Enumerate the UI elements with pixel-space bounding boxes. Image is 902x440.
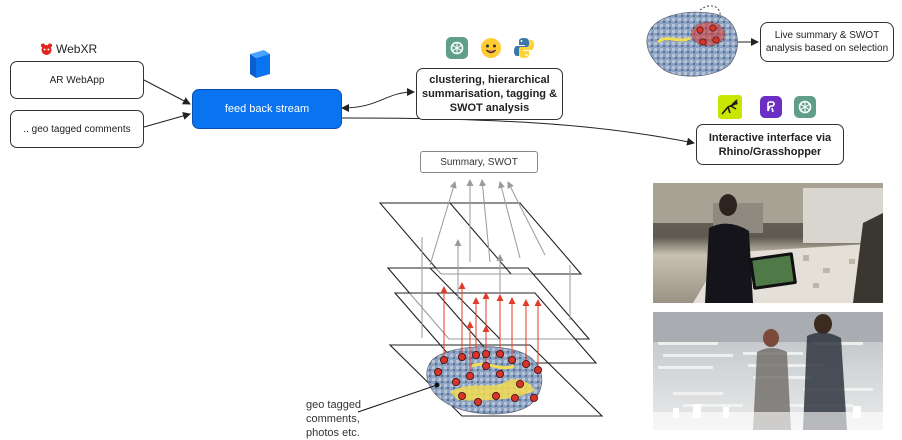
openai-icon-2 — [794, 96, 816, 118]
caption-line-2: comments, — [306, 413, 360, 425]
photo-ar-demo — [653, 183, 883, 303]
interactive-interface-label: Interactive interface via Rhino/Grasshop… — [708, 131, 832, 158]
caption-pointer-line — [357, 384, 438, 413]
summary-swot-label: Summary, SWOT — [440, 156, 518, 168]
caption-line-1: geo tagged — [306, 399, 362, 411]
ar-webapp-box: AR WebApp — [10, 61, 144, 99]
selection-map-thumbnail — [646, 5, 738, 77]
plane-top — [378, 202, 583, 275]
python-icon — [512, 36, 536, 65]
grasshopper-icon — [718, 95, 742, 124]
arrow-comments-to-stream — [143, 112, 191, 128]
red-arrows — [440, 282, 542, 374]
interactive-interface-box: Interactive interface via Rhino/Grasshop… — [696, 124, 844, 165]
geo-comments-label: .. geo tagged comments — [23, 123, 131, 135]
feed-back-stream-label: feed back stream — [224, 102, 310, 115]
comment-markers — [433, 349, 543, 406]
openai-icon — [446, 37, 468, 59]
arrow-arwebapp-to-stream — [143, 79, 191, 105]
geo-tagged-caption: geo tagged comments, photos etc. — [306, 398, 361, 440]
huggingface-icon — [479, 36, 503, 65]
geo-comments-box: .. geo tagged comments — [10, 110, 144, 148]
ar-webapp-label: AR WebApp — [49, 74, 105, 86]
arrow-stream-clustering — [341, 88, 415, 112]
webxr-header: WebXR — [40, 42, 97, 56]
cube-icon — [250, 50, 270, 78]
clustering-label: clustering, hierarchical summarisation, … — [421, 74, 558, 114]
live-summary-box: Live summary & SWOT analysis based on se… — [760, 22, 894, 62]
layer-planes — [378, 202, 604, 417]
plugin-icon — [760, 96, 782, 118]
photo-interface-demo — [653, 312, 883, 430]
caption-line-3: photos etc. — [306, 427, 360, 439]
webxr-label: WebXR — [56, 42, 98, 56]
feed-back-stream-box: feed back stream — [192, 89, 342, 129]
arrow-stream-interactive — [341, 117, 695, 146]
live-summary-label: Live summary & SWOT analysis based on se… — [765, 30, 889, 54]
grey-arrows — [421, 179, 571, 338]
clustering-box: clustering, hierarchical summarisation, … — [416, 68, 563, 120]
summary-swot-box: Summary, SWOT — [420, 151, 538, 173]
webxr-logo-icon — [41, 43, 52, 55]
